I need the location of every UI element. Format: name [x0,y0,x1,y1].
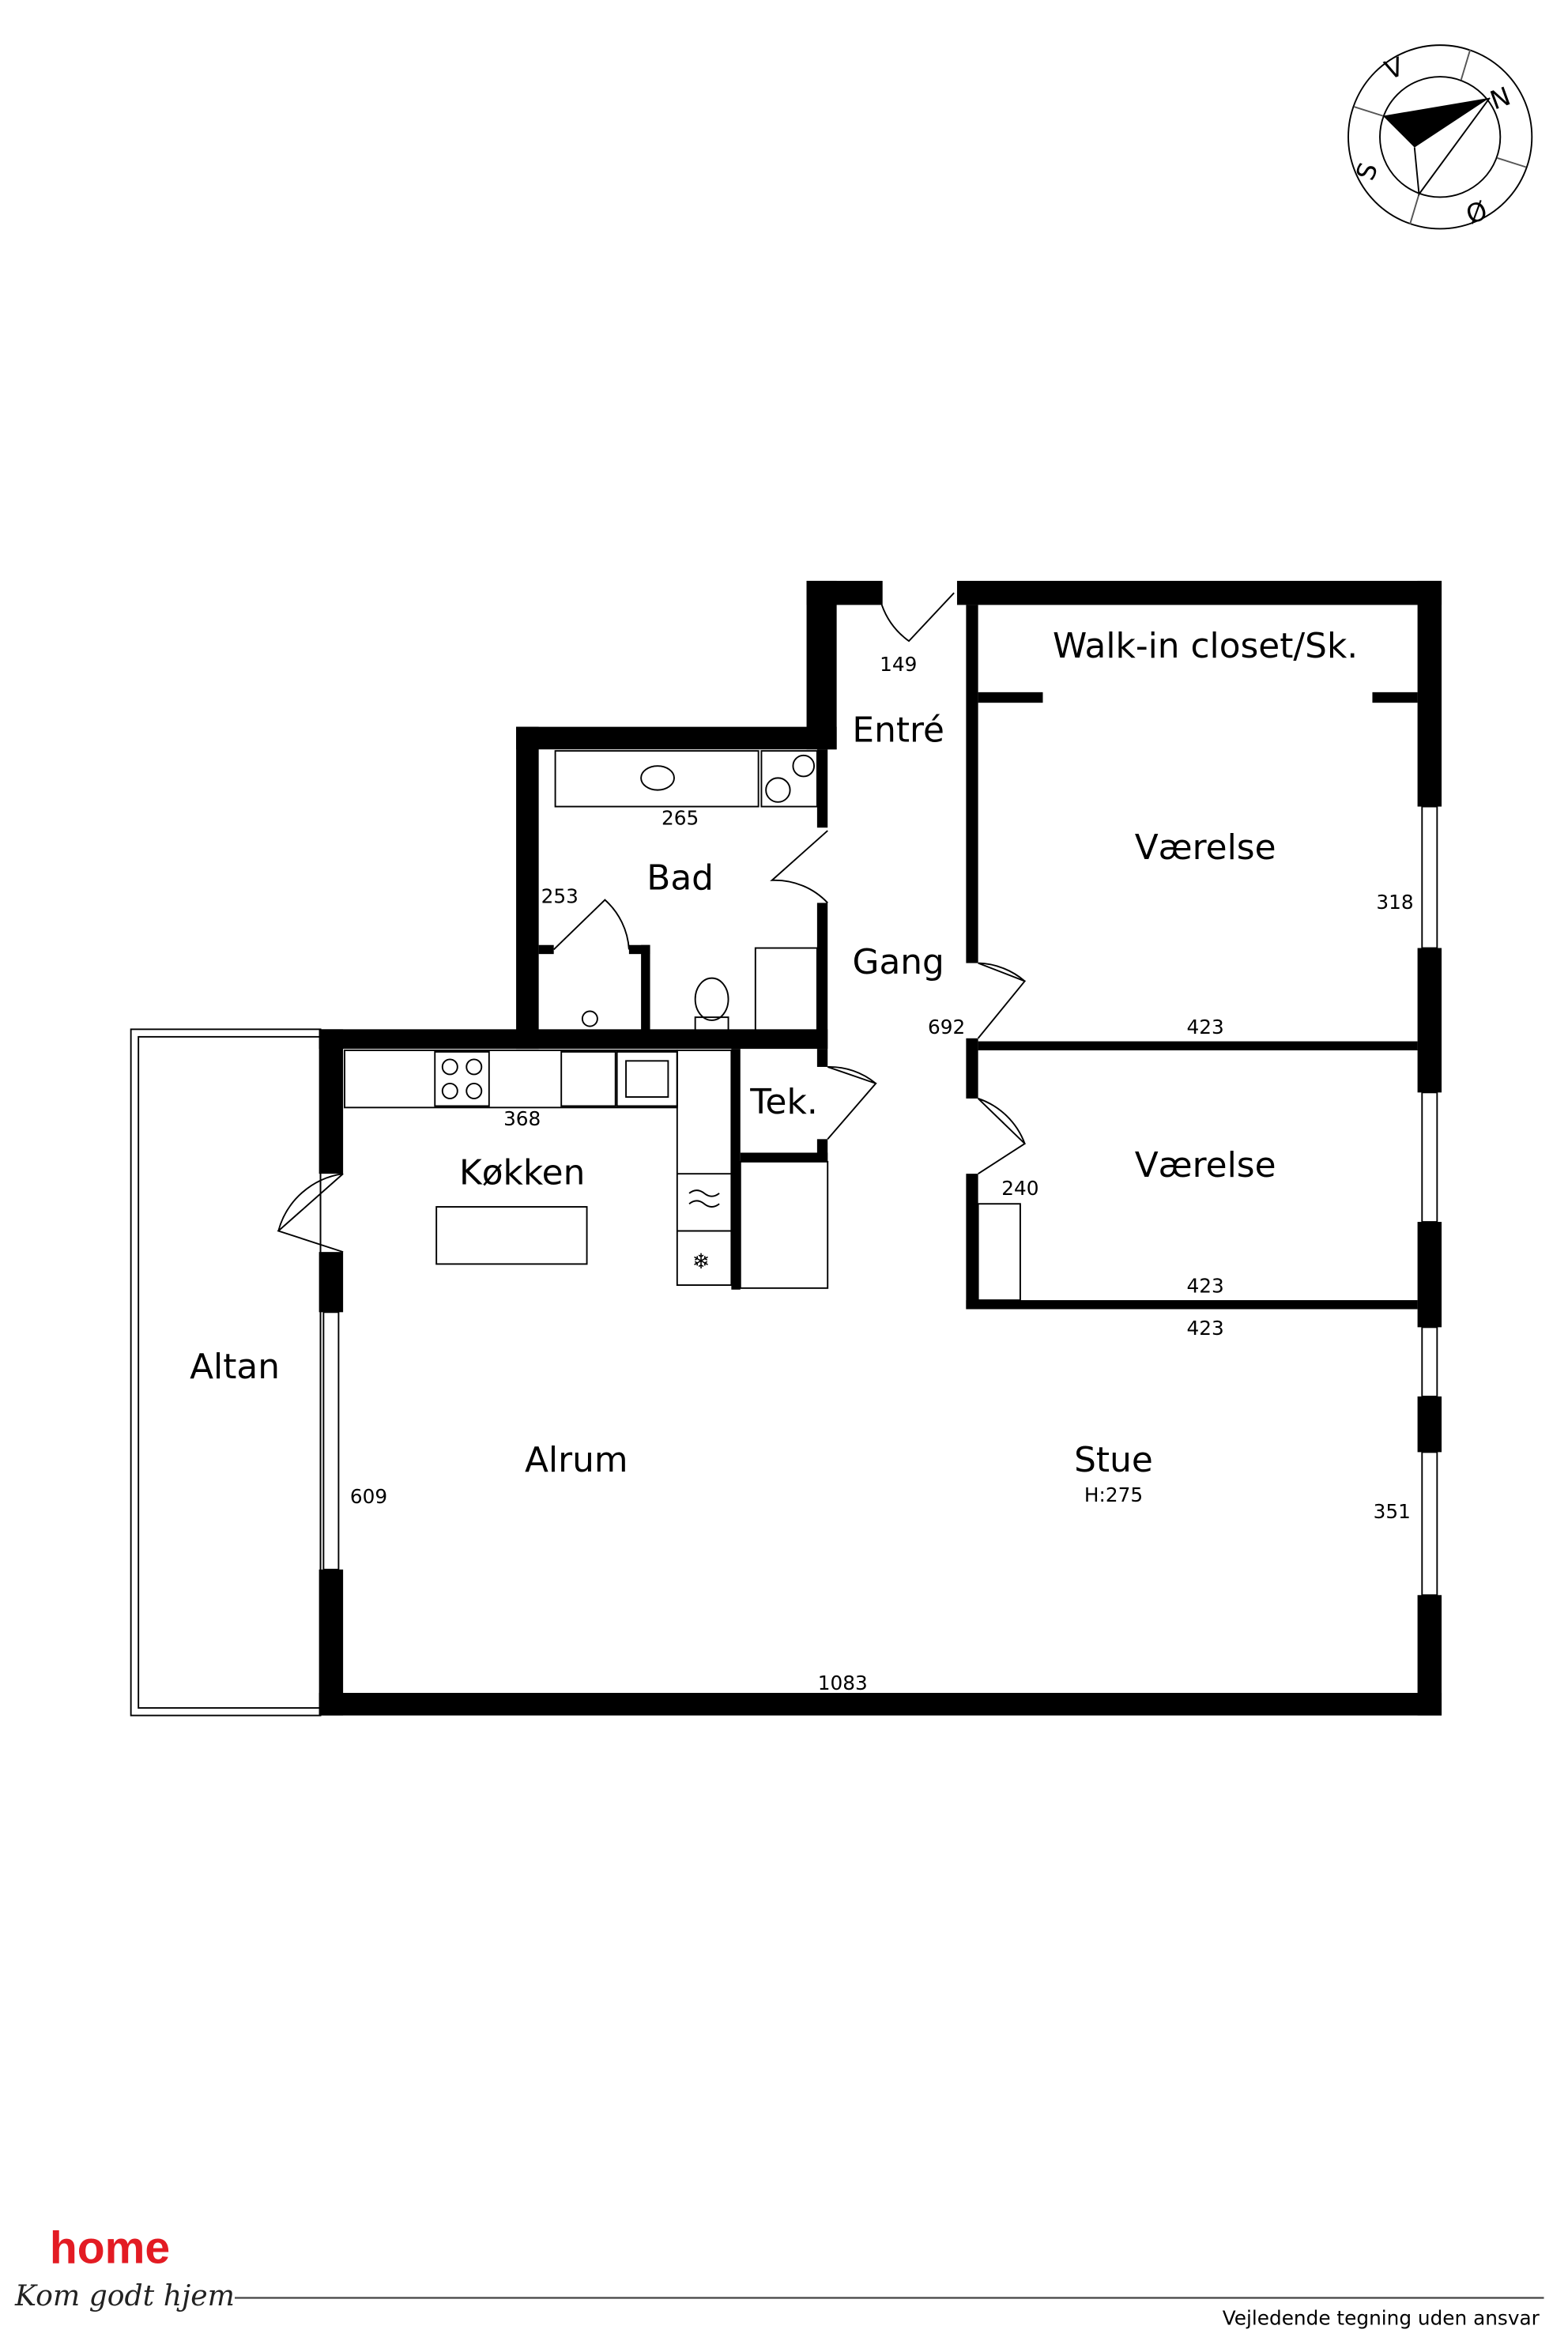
dim-vaerelse2-width: 423 [1187,1275,1224,1298]
slogan: Kom godt hjem [14,2278,235,2312]
dim-kokken-width: 368 [503,1107,541,1130]
compass-n: N [1486,81,1514,116]
dim-entre: 149 [880,653,917,676]
dim-vaerelse1-depth: 318 [1376,891,1413,914]
room-kokken: Køkken [459,1152,585,1193]
dim-stue-width-top: 423 [1187,1317,1224,1340]
compass-v: V [1381,51,1408,85]
room-gang: Gang [853,942,944,982]
room-vaerelse-2: Værelse [1135,1145,1276,1185]
room-alrum: Alrum [525,1440,628,1480]
room-altan: Altan [190,1347,280,1387]
dim-total-width: 1083 [818,1672,868,1694]
room-walkin: Walk-in closet/Sk. [1053,626,1358,666]
fixtures: ❄ [344,750,1021,1302]
dim-stue-depth: 351 [1374,1500,1411,1523]
room-stue: Stue [1074,1440,1153,1480]
dim-gang-length: 692 [928,1016,965,1038]
svg-text:❄: ❄ [692,1250,710,1273]
dim-vaerelse2-depth: 240 [1001,1177,1038,1200]
doors [277,580,1027,1253]
walls [318,580,1442,1716]
disclaimer: Vejledende tegning uden ansvar [1223,2307,1540,2330]
altan-balcony [130,1028,322,1717]
room-tek: Tek. [749,1082,818,1122]
compass-s: S [1350,159,1384,184]
room-entre: Entré [852,710,944,751]
dim-bad-width: 265 [662,806,699,829]
dim-bad-depth: 253 [541,884,579,907]
windows [322,805,1438,1596]
dim-alrum-depth: 609 [350,1485,387,1508]
room-bad: Bad [646,858,714,898]
dim-vaerelse1-width: 423 [1187,1016,1224,1038]
room-vaerelse-1: Værelse [1135,827,1276,868]
compass-icon: N V S Ø [1348,44,1533,230]
stue-height: H:275 [1084,1483,1143,1506]
home-logo: home [50,2223,170,2274]
